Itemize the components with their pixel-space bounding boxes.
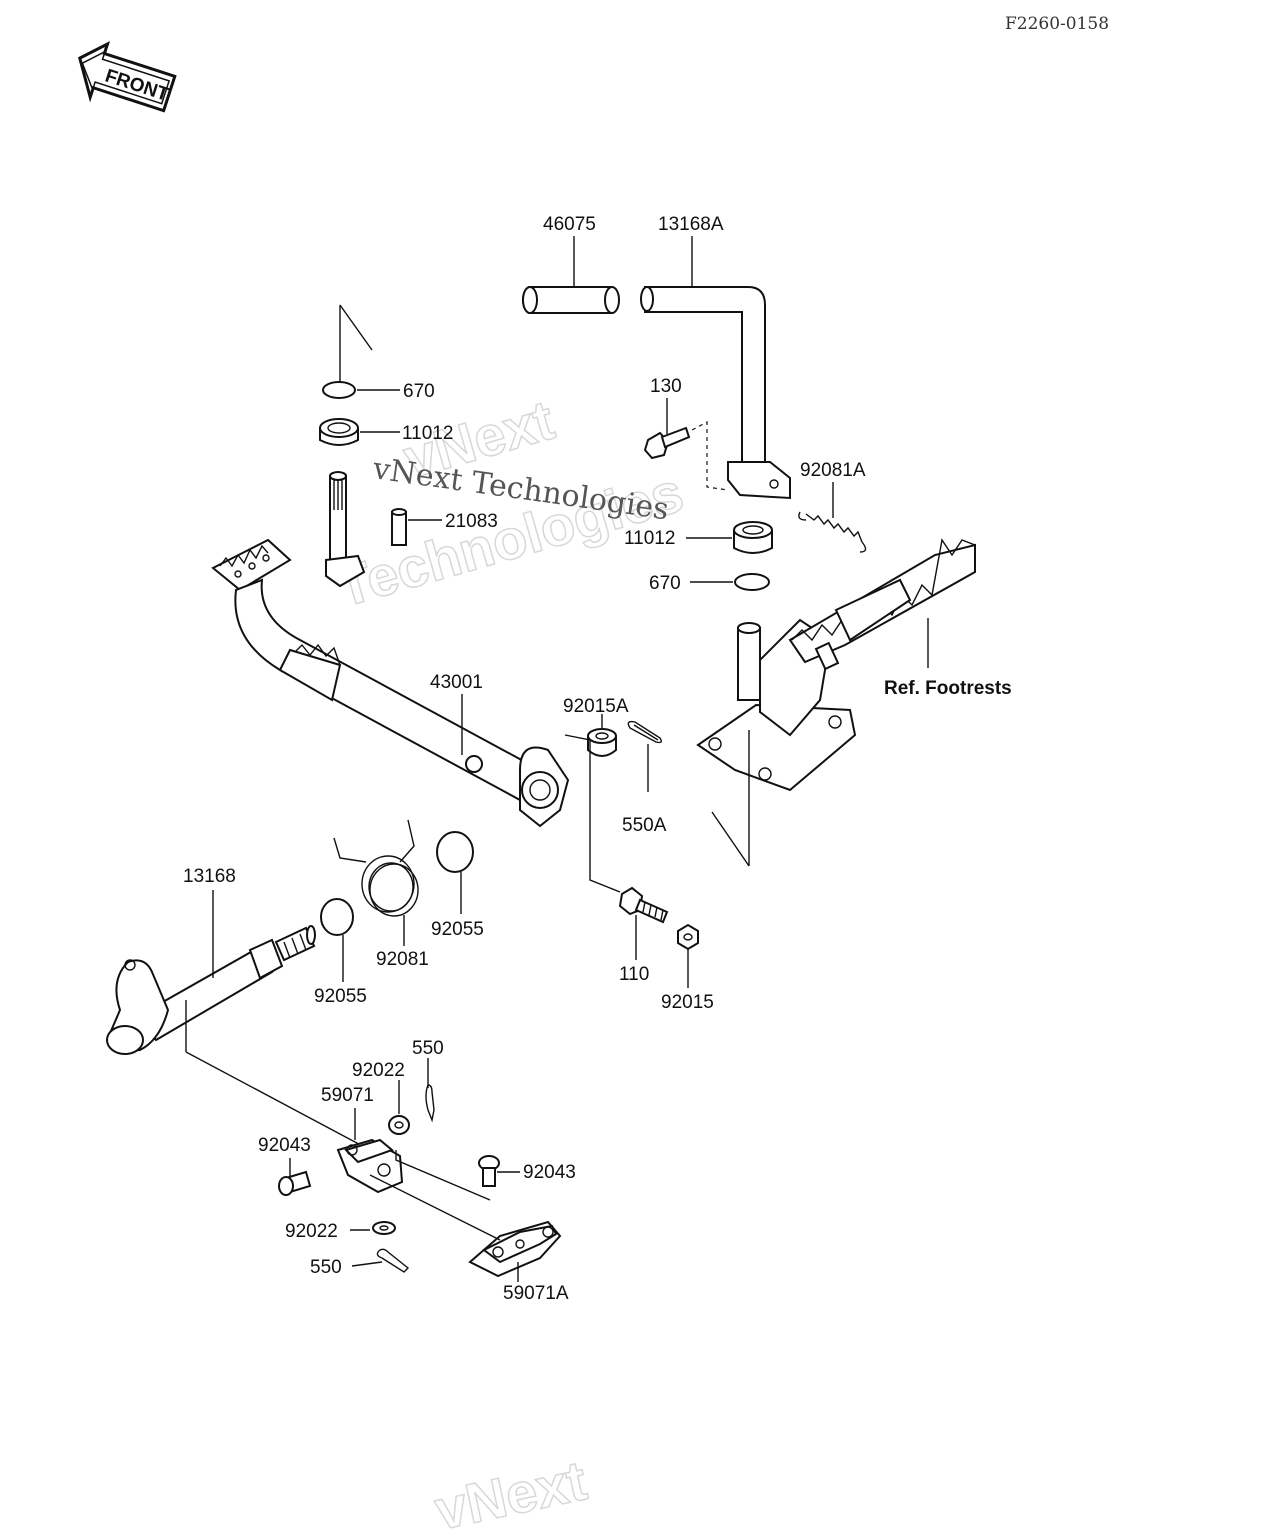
grip-46075: [522, 286, 620, 314]
pin-21083: [391, 508, 407, 546]
torsion-spring-92081: [333, 819, 419, 917]
bushing-11012-mid: [733, 521, 773, 554]
clevis-pin-92043-right: [478, 1155, 500, 1187]
o-ring-670-top: [322, 381, 356, 399]
label-550-top: 550: [412, 1038, 444, 1059]
label-ref-footrests: Ref. Footrests: [884, 678, 1012, 699]
label-550A: 550A: [622, 815, 667, 836]
o-ring-92055-left: [320, 898, 354, 936]
label-670-mid: 670: [649, 573, 681, 594]
link-plate-59071A: [468, 1220, 562, 1278]
brake-pedal-43001: [211, 538, 570, 828]
label-92015A: 92015A: [563, 696, 629, 717]
label-92055-right: 92055: [431, 919, 484, 940]
footrest-bracket: [696, 538, 976, 792]
bolt-110: [618, 886, 669, 924]
label-92022-bottom: 92022: [285, 1221, 338, 1242]
label-550-bottom: 550: [310, 1257, 342, 1278]
nut-92015: [677, 923, 699, 951]
shaft-13168: [106, 925, 316, 1055]
label-92081A: 92081A: [800, 460, 866, 481]
label-92081: 92081: [376, 949, 429, 970]
clevis-pin-92043-left: [278, 1170, 312, 1196]
label-92055-left: 92055: [314, 986, 367, 1007]
washer-92022-top: [388, 1115, 410, 1135]
collar-92015A: [587, 728, 617, 757]
label-11012-mid: 11012: [624, 528, 675, 549]
label-11012-top: 11012: [402, 423, 453, 444]
washer-92022-bottom: [372, 1221, 396, 1235]
kick-lever-13168A: [640, 286, 791, 500]
diagram-code: F2260-0158: [1005, 14, 1109, 34]
label-13168: 13168: [183, 866, 236, 887]
label-13168A: 13168A: [658, 214, 724, 235]
spring-92081A: [798, 511, 867, 553]
cotter-pin-550-bottom: [376, 1248, 410, 1273]
label-92043-right: 92043: [523, 1162, 576, 1183]
label-59071: 59071: [321, 1085, 374, 1106]
front-arrow-icon: FRONT: [78, 41, 177, 113]
label-92022-top: 92022: [352, 1060, 405, 1081]
label-92015: 92015: [661, 992, 714, 1013]
bushing-11012-top: [319, 418, 359, 446]
bolt-130: [643, 426, 691, 460]
label-46075: 46075: [543, 214, 596, 235]
label-92043-left: 92043: [258, 1135, 311, 1156]
label-110: 110: [619, 964, 649, 985]
cotter-pin-550-top: [425, 1084, 435, 1123]
o-ring-92055-right: [436, 831, 474, 873]
label-21083: 21083: [445, 511, 498, 532]
clevis-59071: [336, 1138, 404, 1194]
label-130: 130: [650, 376, 682, 397]
o-ring-670-mid: [734, 573, 770, 591]
label-43001: 43001: [430, 672, 483, 693]
label-59071A: 59071A: [503, 1283, 569, 1304]
cotter-pin-550A: [627, 720, 663, 744]
label-670-top: 670: [403, 381, 435, 402]
watermark-bottom: vNext: [429, 1448, 591, 1536]
shaft-spline: [325, 471, 366, 588]
